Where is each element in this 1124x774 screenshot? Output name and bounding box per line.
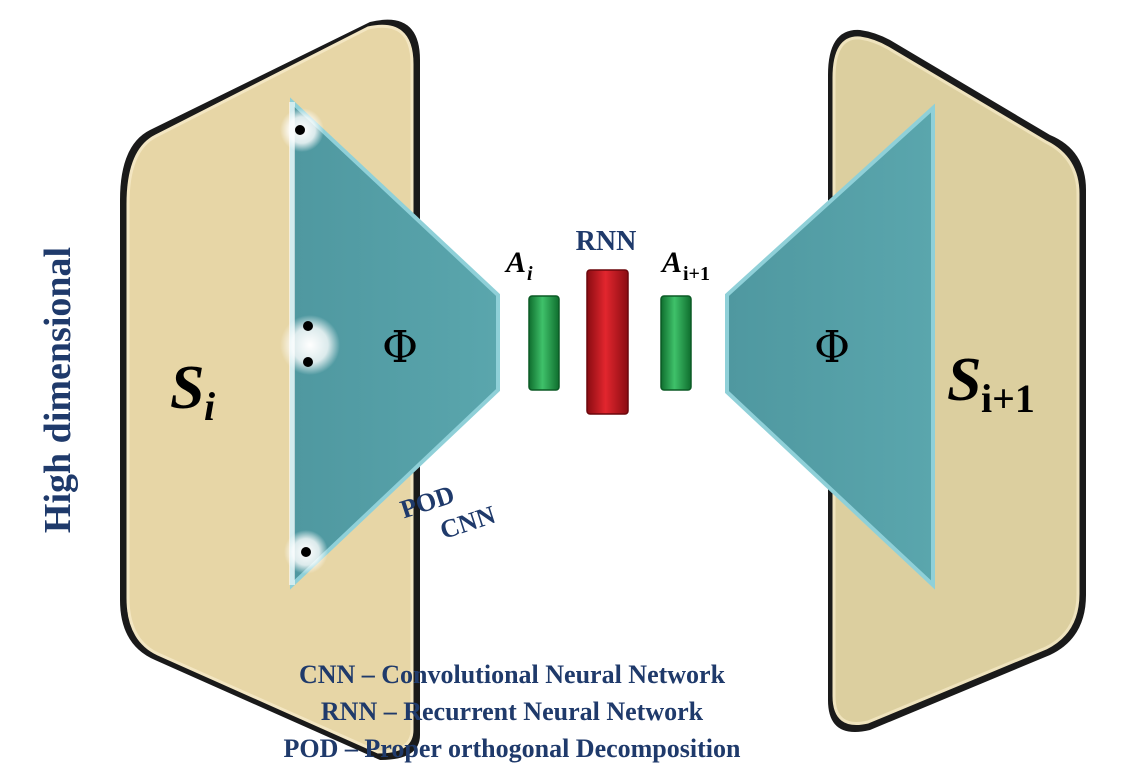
left-state-symbol: S <box>170 354 204 422</box>
latent-out-label: A i+1 <box>660 246 710 285</box>
left-state-subscript: i <box>204 384 215 429</box>
sample-points <box>280 108 340 574</box>
right-state-subscript: i+1 <box>981 376 1035 421</box>
right-state-label: S i+1 <box>947 346 1035 421</box>
sample-point <box>303 357 313 367</box>
left-state-label: S i <box>170 354 215 429</box>
latent-in-bar <box>528 295 560 391</box>
decoder-trapezoid <box>725 103 935 590</box>
latent-in-label: A i <box>504 246 533 285</box>
legend-pod: POD – Proper orthogonal Decomposition <box>283 734 741 763</box>
latent-out-bar <box>660 295 692 391</box>
rnn-label: RNN <box>576 226 637 257</box>
decoder-symbol: Φ <box>814 322 850 373</box>
sample-point <box>301 547 311 557</box>
latent-out-symbol: A <box>660 246 682 279</box>
encoder-symbol: Φ <box>382 322 418 373</box>
legend-rnn: RNN – Recurrent Neural Network <box>320 697 704 726</box>
legend-cnn: CNN – Convolutional Neural Network <box>298 660 726 689</box>
latent-in-subscript: i <box>527 263 533 285</box>
rnn-bar <box>586 269 629 415</box>
latent-in-symbol: A <box>504 246 526 279</box>
sample-point <box>303 321 313 331</box>
right-state-symbol: S <box>947 346 981 414</box>
side-label: High dimensional <box>37 247 79 533</box>
sample-point <box>295 125 305 135</box>
latent-out-subscript: i+1 <box>683 263 710 285</box>
